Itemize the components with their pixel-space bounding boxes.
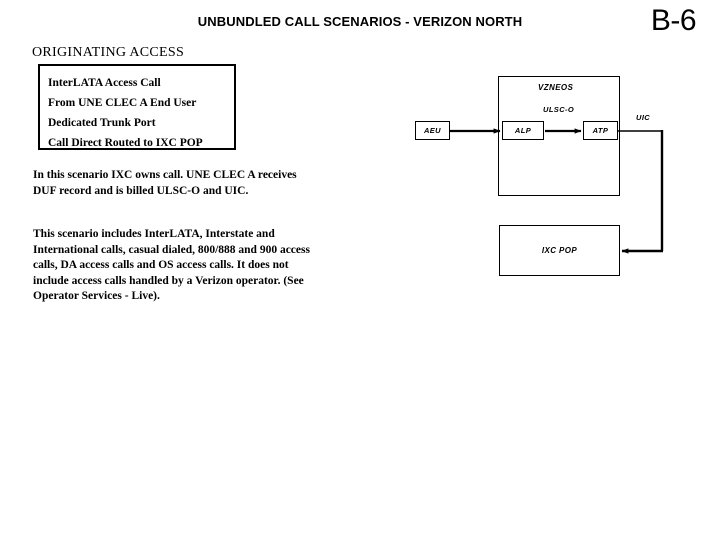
page-title: UNBUNDLED CALL SCENARIOS - VERIZON NORTH [197, 14, 523, 29]
uic-charge-label: UIC [636, 113, 651, 122]
ulsco-charge-label: ULSC-O [543, 105, 575, 114]
vzneos-label: VZNEOS [538, 83, 574, 92]
scenario-line-3: Dedicated Trunk Port [48, 117, 156, 129]
scenario-note-scope: This scenario includes InterLATA, Inters… [33, 228, 310, 302]
scenario-line-1: InterLATA Access Call [48, 77, 161, 89]
node-alp: ALP [502, 121, 544, 140]
scenario-line-4: Call Direct Routed to IXC POP [48, 137, 203, 149]
node-aeu-label: AEU [423, 126, 442, 135]
page-number-badge: B-6 [650, 4, 697, 37]
section-heading: ORIGINATING ACCESS [32, 45, 185, 60]
node-aeu: AEU [415, 121, 450, 140]
node-atp-label: ATP [592, 126, 609, 135]
node-alp-label: ALP [514, 126, 532, 135]
node-atp: ATP [583, 121, 618, 140]
scenario-summary-box: InterLATA Access Call From UNE CLEC A En… [38, 64, 236, 150]
vzneos-network-boundary [498, 76, 620, 196]
scenario-note-billing: In this scenario IXC owns call. UNE CLEC… [33, 169, 297, 197]
scenario-line-2: From UNE CLEC A End User [48, 97, 197, 109]
node-ixc-pop: IXC POP [499, 225, 620, 276]
node-ixc-pop-label: IXC POP [541, 246, 578, 255]
